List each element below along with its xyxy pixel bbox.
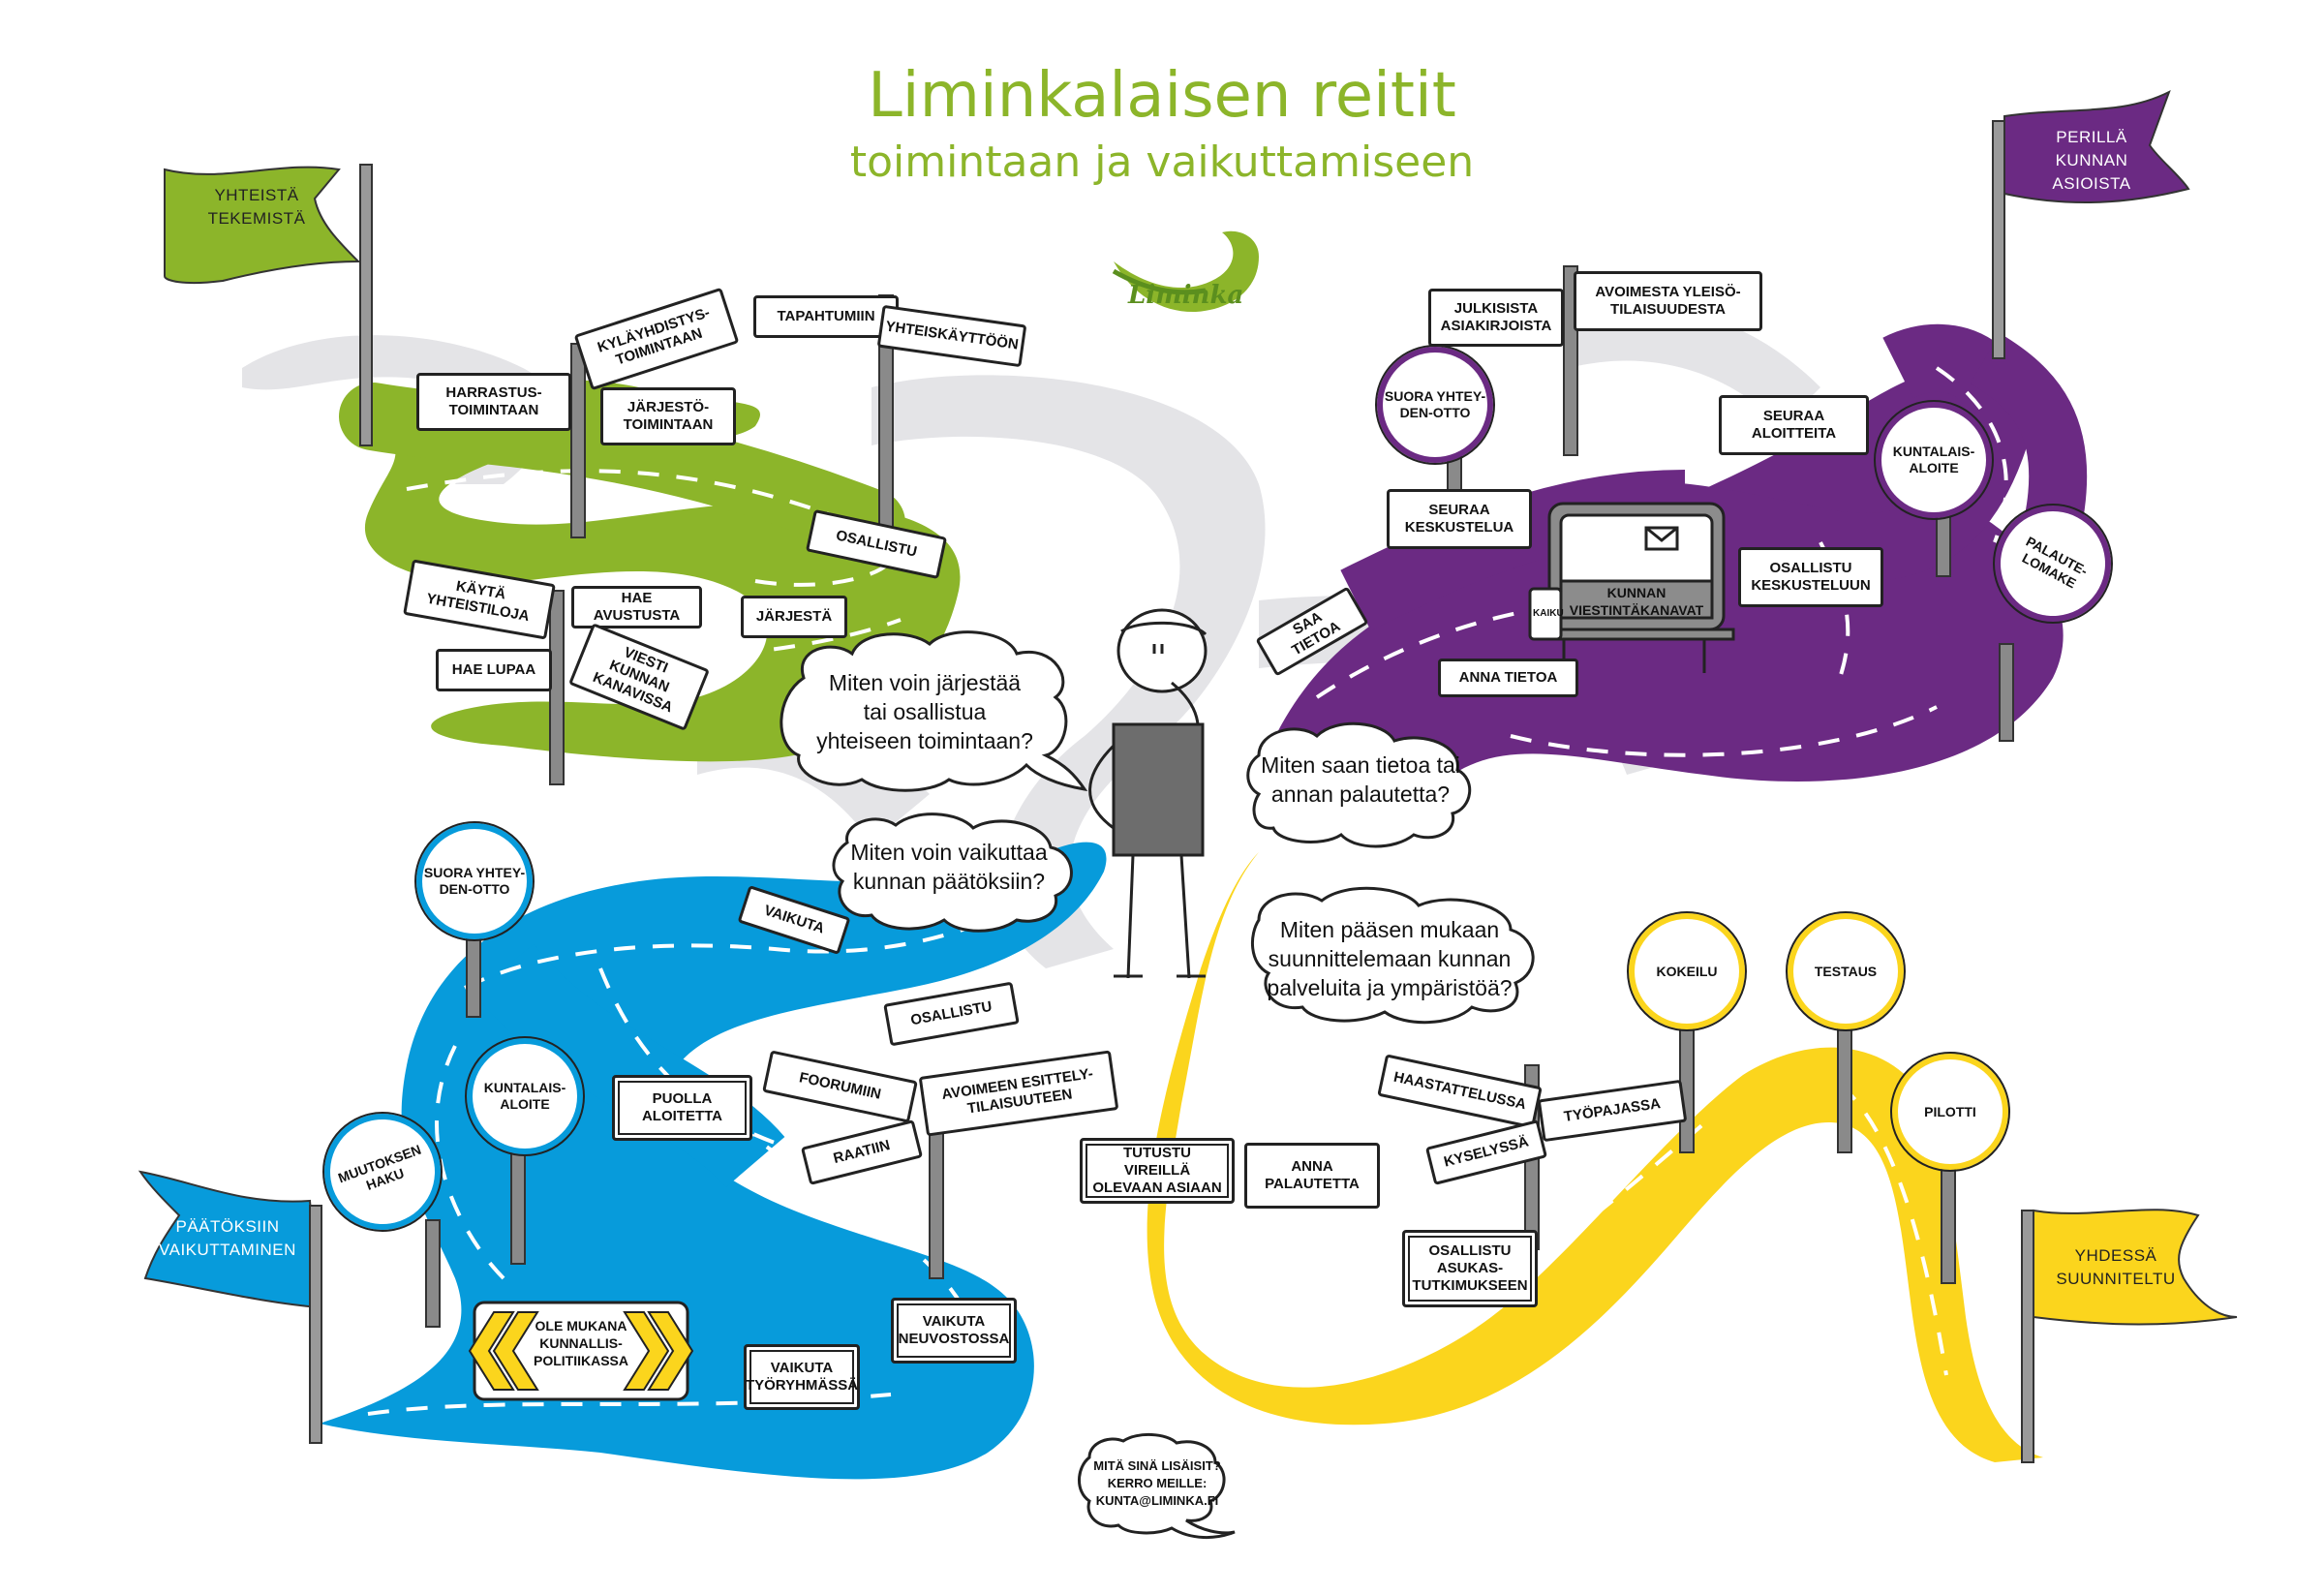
bubble-purple-line-2: annan palautetta? bbox=[1270, 782, 1451, 807]
sign-vaikuta-tyoryhmassa[interactable]: Vaikuta työryhmässä bbox=[744, 1344, 860, 1410]
feedback-note: Mitä sinä lisäisit? Kerro meille: kunta@… bbox=[1080, 1457, 1235, 1510]
sign-osallistu-asukastutkimukseen[interactable]: Osallistu asukas-tutkimukseen bbox=[1402, 1230, 1538, 1307]
feedback-note-line-1: Mitä sinä lisäisit? bbox=[1093, 1458, 1221, 1473]
bubble-purple-line-1: Miten saan tietoa tai bbox=[1261, 752, 1460, 778]
sign-testaus[interactable]: Testaus bbox=[1793, 919, 1898, 1024]
sign-hae-lupaa[interactable]: Hae lupaa bbox=[436, 649, 552, 691]
bubble-blue-text: Miten voin vaikuttaa kunnan päätöksiin? bbox=[833, 838, 1065, 896]
sign-harrastus[interactable]: Harrastus-toimintaan bbox=[416, 373, 571, 431]
bubble-blue-line-2: kunnan päätöksiin? bbox=[852, 869, 1046, 894]
page-subtitle: toimintaan ja vaikuttamiseen bbox=[849, 138, 1475, 187]
purple-flag-line-2: kunnan asioista bbox=[2052, 151, 2131, 193]
bubble-yellow-line-1: Miten pääsen mukaan bbox=[1279, 917, 1500, 942]
sign-julkisista-asiakirjoista[interactable]: Julkisista asiakirjoista bbox=[1428, 289, 1564, 347]
sign-hae-avustusta[interactable]: Hae avustusta bbox=[571, 586, 702, 628]
yellow-flag-label: Yhdessä suunniteltu bbox=[2043, 1244, 2188, 1291]
green-flag bbox=[164, 164, 373, 446]
purple-flag-label: Perillä kunnan asioista bbox=[2014, 126, 2169, 196]
green-flag-line-2: tekemistä bbox=[207, 209, 306, 228]
blue-flag-line-2: vaikuttaminen bbox=[159, 1241, 296, 1259]
page-title: Liminkalaisen reitit bbox=[868, 60, 1456, 132]
yellow-flag bbox=[2021, 1209, 2238, 1463]
yellow-road bbox=[1147, 852, 2043, 1462]
sign-puolla-aloitetta[interactable]: Puolla aloitetta bbox=[612, 1075, 752, 1141]
sign-tapahtumiin[interactable]: Tapahtumiin bbox=[753, 295, 899, 338]
chevron-sign bbox=[468, 1301, 694, 1401]
sign-kuntalaisaloite-blue[interactable]: Kuntalais-aloite bbox=[473, 1044, 577, 1149]
green-flag-label: Yhteistä tekemistä bbox=[184, 184, 329, 230]
bubble-green-line-3: yhteiseen toimintaan? bbox=[816, 728, 1033, 753]
purple-flag-line-1: Perillä bbox=[2056, 128, 2127, 146]
liminka-logo-swan bbox=[1112, 230, 1259, 313]
bubble-blue-line-1: Miten voin vaikuttaa bbox=[850, 840, 1048, 865]
sign-seuraa-keskustelua[interactable]: Seuraa keskustelua bbox=[1387, 489, 1532, 549]
feedback-note-line-2: Kerro meille: bbox=[1107, 1476, 1208, 1490]
sign-kokeilu[interactable]: Kokeilu bbox=[1635, 919, 1739, 1024]
purple-flag bbox=[1992, 89, 2190, 359]
yellow-flag-line-2: suunniteltu bbox=[2056, 1270, 2176, 1288]
sign-jarjesta[interactable]: Järjestä bbox=[741, 596, 847, 638]
yellow-flag-line-1: Yhdessä bbox=[2074, 1246, 2157, 1265]
bubble-green-line-2: tai osallistua bbox=[863, 699, 987, 724]
sign-ole-mukana-kunnallispolitiikassa[interactable]: Ole mukana kunnallis-politiikassa bbox=[533, 1318, 628, 1368]
person-figure bbox=[1088, 608, 1208, 979]
bubble-yellow-line-2: suunnittelemaan kunnan bbox=[1268, 946, 1512, 971]
sign-seuraa-aloitteita[interactable]: Seuraa aloitteita bbox=[1719, 395, 1869, 455]
sign-jarjesto[interactable]: Järjestö-toimintaan bbox=[600, 387, 736, 445]
sign-vaikuta-neuvostossa[interactable]: Vaikuta neuvostossa bbox=[891, 1298, 1017, 1364]
sign-kuntalaisaloite-purple[interactable]: Kuntalais-aloite bbox=[1881, 408, 1986, 512]
logo-text: Liminka bbox=[1128, 281, 1244, 310]
blue-flag bbox=[138, 1170, 322, 1444]
blue-flag-label: Päätöksiin vaikuttaminen bbox=[145, 1215, 310, 1262]
bubble-yellow-text: Miten pääsen mukaan suunnittelemaan kunn… bbox=[1249, 915, 1530, 1002]
feedback-email-link[interactable]: kunta@liminka.fi bbox=[1095, 1493, 1219, 1508]
bubble-green-line-1: Miten voin järjestää bbox=[828, 670, 1022, 695]
kaiku-label: Kaiku bbox=[1533, 608, 1564, 619]
sign-suora-yhteydenotto-blue[interactable]: Suora yhtey-den-otto bbox=[422, 829, 527, 934]
bubble-green-text: Miten voin järjestää tai osallistua yhte… bbox=[789, 668, 1060, 755]
bubble-yellow-line-3: palveluita ja ympäristöä? bbox=[1267, 975, 1513, 1000]
bubble-purple-text: Miten saan tietoa tai annan palautetta? bbox=[1249, 751, 1472, 809]
sign-suora-yhteydenotto-purple[interactable]: Suora yhtey-den-otto bbox=[1383, 353, 1487, 457]
blue-flag-line-1: Päätöksiin bbox=[175, 1217, 280, 1236]
sign-osallistu-keskusteluun[interactable]: Osallistu keskusteluun bbox=[1738, 547, 1883, 607]
green-flag-line-1: Yhteistä bbox=[214, 186, 299, 204]
sign-pilotti[interactable]: Pilotti bbox=[1898, 1059, 2003, 1164]
speech-bubble-shapes bbox=[780, 630, 1535, 1540]
sign-anna-palautetta[interactable]: Anna palautetta bbox=[1244, 1143, 1380, 1209]
sign-anna-tietoa[interactable]: Anna tietoa bbox=[1438, 659, 1578, 697]
channels-screen bbox=[1528, 502, 1735, 673]
channels-label: Kunnan viestintäkanavat bbox=[1569, 585, 1704, 618]
sign-tutustu-vireilla-olevaan-asiaan[interactable]: Tutustu vireillä olevaan asiaan bbox=[1080, 1138, 1235, 1204]
sign-avoimesta-yleisotilaisuudesta[interactable]: Avoimesta yleisö-tilaisuudesta bbox=[1574, 271, 1762, 331]
